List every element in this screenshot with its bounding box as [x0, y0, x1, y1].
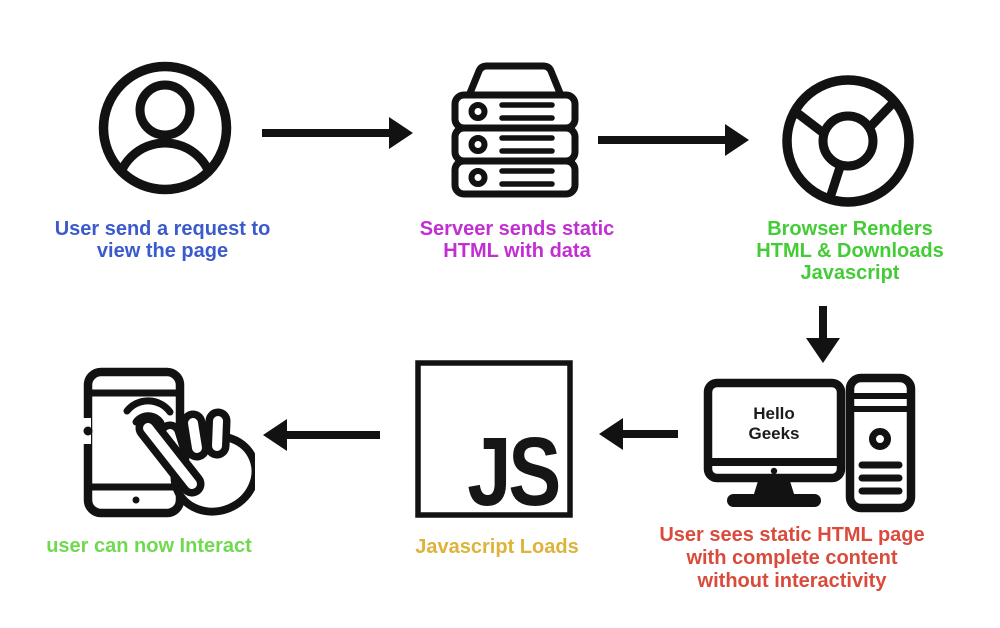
arrow-right-icon — [262, 117, 413, 149]
caption-line: User sees static HTML page — [659, 524, 925, 546]
server-icon — [451, 62, 579, 198]
caption-line: Serveer sends static — [419, 218, 615, 240]
caption-line: Javascript — [800, 262, 900, 284]
screen-line: Hello — [753, 404, 795, 423]
phone-touch-icon — [80, 367, 255, 518]
caption-user-request: User send a request to view the page — [35, 218, 290, 262]
caption-static-page: User sees static HTML page with complete… — [638, 524, 946, 593]
caption-user-interacts: user can now Interact — [23, 535, 275, 557]
arrow-left-icon — [263, 419, 380, 451]
monitor-screen-text: Hello Geeks — [710, 404, 838, 444]
caption-line: view the page — [96, 240, 229, 262]
caption-line: User send a request to — [54, 218, 271, 240]
javascript-square-icon — [415, 360, 573, 518]
user-icon — [98, 61, 232, 195]
desktop-computer-icon — [703, 373, 916, 513]
caption-browser-renders: Browser Renders HTML & Downloads Javascr… — [725, 218, 975, 284]
caption-server-sends: Serveer sends static HTML with data — [392, 218, 642, 262]
caption-line: user can now Interact — [46, 535, 252, 557]
caption-line: with complete content — [686, 547, 898, 569]
caption-line: HTML & Downloads — [756, 240, 944, 262]
chrome-browser-icon — [782, 75, 914, 207]
screen-line: Geeks — [748, 424, 800, 443]
arrow-down-icon — [806, 306, 840, 363]
arrow-right-icon — [598, 124, 749, 156]
arrow-left-icon — [599, 418, 678, 450]
caption-line: Browser Renders — [767, 218, 933, 240]
caption-javascript-loads: Javascript Loads — [372, 536, 622, 558]
caption-line: Javascript Loads — [415, 536, 579, 558]
javascript-badge-text: JS — [467, 417, 561, 527]
caption-line: HTML with data — [443, 240, 591, 262]
caption-line: without interactivity — [697, 570, 887, 592]
